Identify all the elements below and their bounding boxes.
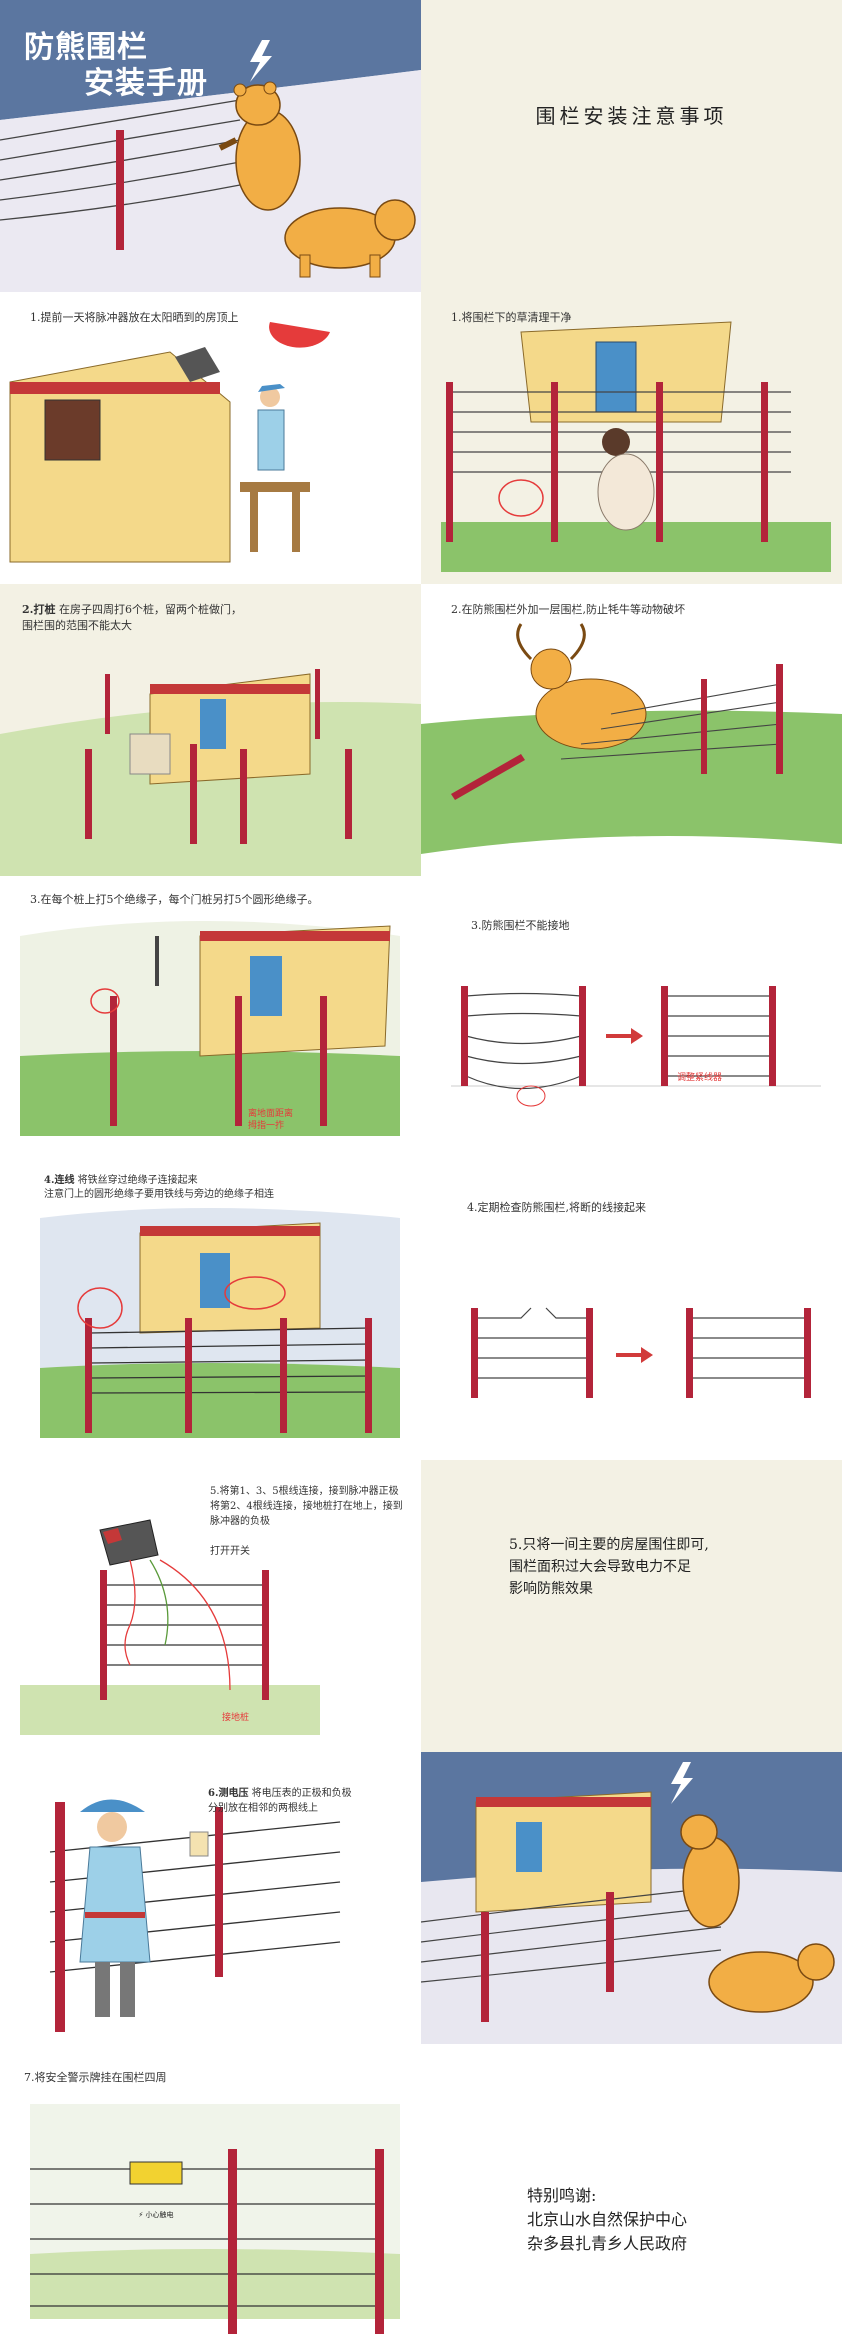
woman-illustration — [597, 428, 655, 531]
closing-illustration — [421, 1762, 842, 2044]
person-illustration — [240, 384, 310, 552]
cover-title-1: 防熊围栏 — [24, 30, 148, 65]
step-5a-caption: 5.将第1、3、5根线连接，接到脉冲器正极 将第2、4根线连接，接地桩打在地上，… — [210, 1484, 403, 1559]
step-3a-note-2: 拇指一拃 — [248, 1121, 285, 1131]
step-5a-line1: 5.将第1、3、5根线连接，接到脉冲器正极 — [210, 1486, 399, 1497]
step-1a-caption: 1.提前一天将脉冲器放在太阳晒到的房顶上 — [30, 311, 239, 324]
step-7-caption: 7.将安全警示牌挂在围栏四周 — [24, 2071, 167, 2084]
step-2a-text: 在房子四周打6个桩，留两个桩做门， — [58, 603, 242, 616]
lightning-icon — [250, 40, 272, 82]
step-6-caption: 6.测电压 将电压表的正极和负极 分别放在相邻的两根线上 — [208, 1786, 352, 1816]
step-2a-text2: 围栏围的范围不能太大 — [22, 619, 132, 632]
grass-clearing-illustration — [441, 321, 831, 572]
step-4a-text: 将铁丝穿过绝缘子连接起来 — [77, 1175, 198, 1186]
step-3a-panel: 3.在每个桩上打5个绝缘子，每个门桩另打5个圆形绝缘子。 离地面距离 拇指一拃 — [0, 876, 421, 1168]
step-7-panel: 7.将安全警示牌挂在围栏四周 ⚡ 小心触电 — [0, 2044, 421, 2347]
insulators-illustration — [20, 921, 400, 1136]
notes-title-panel: 围栏安装注意事项 — [421, 0, 842, 292]
step-6-text: 将电压表的正极和负极 — [251, 1788, 352, 1799]
step-4b-caption: 4.定期检查防熊围栏,将断的线接起来 — [467, 1201, 646, 1214]
step-3a-note: 离地面距离 拇指一拃 — [248, 1108, 293, 1132]
fence-post — [116, 130, 124, 250]
closing-bear-panel — [421, 1752, 842, 2044]
step-6-panel: 6.测电压 将电压表的正极和负极 分别放在相邻的两根线上 — [0, 1752, 421, 2044]
step-3b-note: 调整紧线器 — [677, 1073, 723, 1083]
step-3a-note-1: 离地面距离 — [248, 1109, 294, 1119]
connect-generator-illustration — [20, 1519, 320, 1735]
step-3a-caption: 3.在每个桩上打5个绝缘子，每个门桩另打5个圆形绝缘子。 — [30, 893, 319, 906]
step-4a-panel: 4.连线 将铁丝穿过绝缘子连接起来 注意门上的圆形绝缘子要用铁线与旁边的绝缘子相… — [0, 1168, 421, 1460]
step-5a-line3: 脉冲器的负极 — [210, 1516, 270, 1527]
house-roof-illustration — [9, 322, 330, 563]
step-2a-bold: 2.打桩 — [22, 603, 56, 616]
step-1b-panel: 1.将围栏下的草清理干净 — [421, 292, 842, 584]
cover-illustration — [0, 0, 421, 292]
bear-walking-illustration — [708, 1943, 835, 2013]
step-2b-caption: 2.在防熊围栏外加一层围栏,防止牦牛等动物破坏 — [451, 603, 685, 616]
warning-sign-text: ⚡ 小心触电 — [138, 2211, 174, 2219]
lightning-icon — [671, 1762, 693, 1804]
no-ground-illustration — [451, 986, 821, 1107]
step-1b-caption: 1.将围栏下的草清理干净 — [451, 311, 572, 324]
bear-illustration — [218, 81, 301, 211]
step-5a-panel: 5.将第1、3、5根线连接，接到脉冲器正极 将第2、4根线连接，接地桩打在地上，… — [0, 1460, 421, 1752]
thanks-panel: 特别鸣谢: 北京山水自然保护中心 杂多县扎青乡人民政府 — [421, 2044, 842, 2347]
warning-sign — [129, 2161, 183, 2185]
step-5a-line4: 打开开关 — [210, 1546, 250, 1557]
step-4a-bold: 4.连线 — [44, 1175, 75, 1186]
cover-title-2: 安装手册 — [84, 66, 208, 101]
wiring-illustration — [40, 1208, 400, 1438]
man-illustration — [79, 1799, 151, 2017]
step-5a-ground: 接地桩 — [222, 1713, 250, 1723]
posts-illustration — [0, 669, 421, 876]
thanks-line3: 杂多县扎青乡人民政府 — [527, 2234, 688, 2253]
step-5b-line3: 影响防熊效果 — [509, 1581, 593, 1597]
step-5a-line2: 将第2、4根线连接，接地桩打在地上，接到 — [210, 1501, 403, 1512]
step-3b-caption: 3.防熊围栏不能接地 — [471, 919, 570, 932]
step-5b-line1: 5.只将一间主要的房屋围住即可, — [509, 1537, 709, 1553]
pulse-generator-icon — [175, 347, 220, 382]
step-2a-panel: 2.打桩 在房子四周打6个桩，留两个桩做门， 围栏围的范围不能太大 — [0, 584, 421, 876]
warning-sign-illustration — [30, 2104, 400, 2334]
thanks-line1: 特别鸣谢: — [527, 2186, 597, 2205]
step-6-bold: 6.测电压 — [208, 1788, 249, 1799]
yak-illustration — [421, 623, 842, 854]
thanks-text: 特别鸣谢: 北京山水自然保护中心 杂多县扎青乡人民政府 — [527, 2184, 687, 2256]
arrow-right-icon — [606, 1028, 643, 1044]
step-3b-panel: 3.防熊围栏不能接地 调整紧线器 — [421, 876, 842, 1168]
repair-wire-illustration — [471, 1307, 811, 1398]
step-5b-panel: 5.只将一间主要的房屋围住即可, 围栏面积过大会导致电力不足 影响防熊效果 — [421, 1460, 842, 1752]
step-2b-panel: 2.在防熊围栏外加一层围栏,防止牦牛等动物破坏 — [421, 584, 842, 876]
bear-illustration — [680, 1814, 740, 1928]
bear-walking-illustration — [284, 199, 416, 278]
step-4a-text2: 注意门上的圆形绝缘子要用铁线与旁边的绝缘子相连 — [44, 1189, 274, 1200]
cover-panel: 防熊围栏 安装手册 — [0, 0, 421, 292]
thanks-line2: 北京山水自然保护中心 — [527, 2210, 688, 2229]
step-5b-line2: 围栏面积过大会导致电力不足 — [509, 1559, 691, 1575]
step-4a-caption: 4.连线 将铁丝穿过绝缘子连接起来 注意门上的圆形绝缘子要用铁线与旁边的绝缘子相… — [44, 1174, 274, 1202]
step-6-text2: 分别放在相邻的两根线上 — [208, 1803, 318, 1814]
step-2a-caption: 2.打桩 在房子四周打6个桩，留两个桩做门， 围栏围的范围不能太大 — [22, 602, 242, 634]
notes-title: 围栏安装注意事项 — [535, 104, 728, 128]
step-5b-text: 5.只将一间主要的房屋围住即可, 围栏面积过大会导致电力不足 影响防熊效果 — [509, 1534, 709, 1600]
voltage-test-illustration — [49, 1799, 341, 2032]
step-1a-panel: 1.提前一天将脉冲器放在太阳晒到的房顶上 — [0, 292, 421, 584]
step-4b-panel: 4.定期检查防熊围栏,将断的线接起来 — [421, 1168, 842, 1460]
